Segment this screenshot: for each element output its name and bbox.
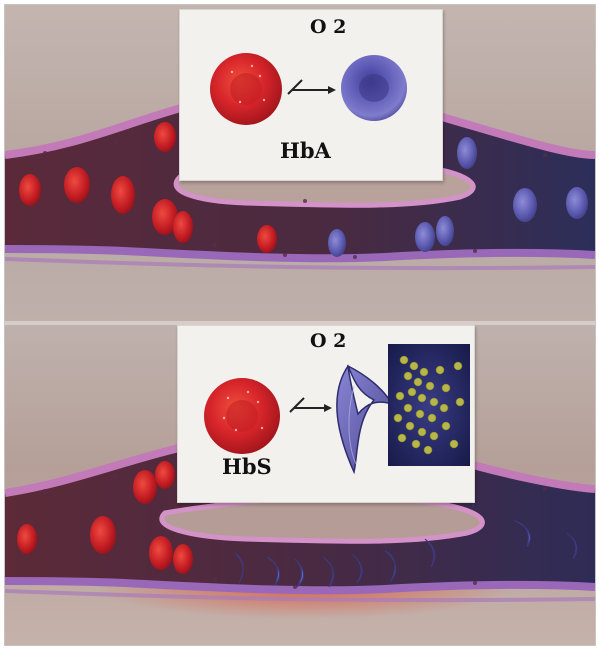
rbc-blue <box>457 137 477 169</box>
rbc-red <box>111 176 135 214</box>
rbc-red <box>154 122 176 152</box>
rbc-red <box>149 536 173 570</box>
rbc-blue <box>436 216 454 246</box>
rbc-red <box>133 470 157 504</box>
rbc-red <box>19 174 41 206</box>
rbc-red <box>64 167 90 203</box>
sickle-hemoglobin-card: O 2 HbS <box>177 325 475 503</box>
panel-normal-hemoglobin: O 2 HbA <box>5 5 595 325</box>
rbc-blue <box>415 222 435 252</box>
rbc-blue <box>513 188 537 222</box>
rbc-red <box>155 461 175 489</box>
sickle-cell-icon <box>337 366 392 472</box>
hemoglobin-label-hbs: HbS <box>222 454 272 479</box>
vessel-island <box>162 498 483 542</box>
rbc-red <box>257 225 277 253</box>
rbc-blue <box>328 229 346 257</box>
oxygen-label: O 2 <box>310 16 346 38</box>
rbc-red <box>173 544 193 574</box>
release-arrow-icon <box>290 398 328 412</box>
rbc-red <box>173 211 193 243</box>
release-arrow-icon <box>288 80 332 94</box>
normal-hemoglobin-card: O 2 HbA <box>179 9 443 181</box>
panel-sickle-hemoglobin: O 2 HbS <box>5 325 595 645</box>
rbc-red <box>90 516 116 554</box>
illustration-frame: O 2 HbA <box>4 4 596 646</box>
hemoglobin-label-hba: HbA <box>280 138 331 163</box>
oxygen-label: O 2 <box>310 330 346 352</box>
rbc-blue <box>566 187 588 219</box>
rbc-red <box>17 524 37 554</box>
